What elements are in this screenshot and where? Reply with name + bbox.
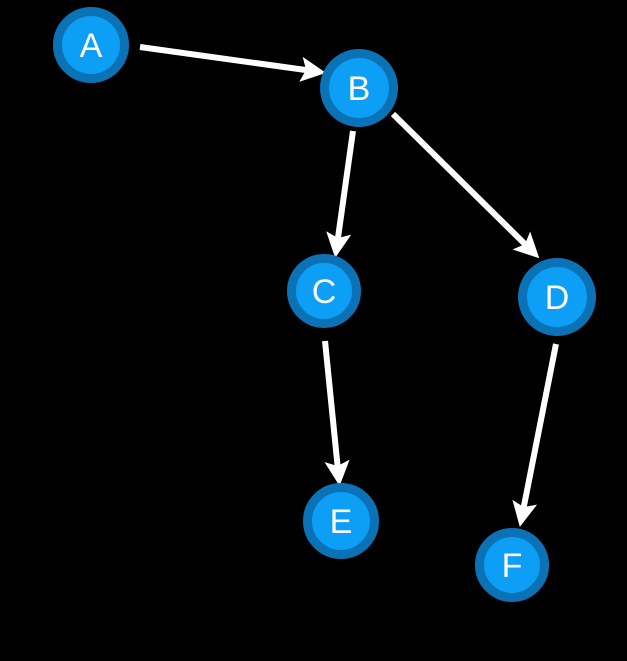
node-b-circle[interactable] — [320, 49, 398, 127]
node-f-circle[interactable] — [475, 528, 549, 602]
node-c-circle[interactable] — [287, 254, 361, 328]
edge-a-to-b[interactable] — [139, 44, 326, 82]
node-e[interactable]: E — [303, 483, 379, 559]
edges-layer — [139, 44, 559, 527]
node-e-circle[interactable] — [303, 483, 379, 559]
node-a[interactable]: A — [53, 7, 129, 83]
edge-d-to-f[interactable] — [512, 343, 559, 527]
node-f[interactable]: F — [475, 528, 549, 602]
edge-b-to-d[interactable] — [390, 111, 540, 259]
edge-c-to-e[interactable] — [322, 340, 350, 486]
node-d-circle[interactable] — [518, 258, 596, 336]
node-d[interactable]: D — [518, 258, 596, 336]
node-b[interactable]: B — [320, 49, 398, 127]
edge-b-to-c[interactable] — [326, 130, 356, 258]
node-a-circle[interactable] — [53, 7, 129, 83]
node-c[interactable]: C — [287, 254, 361, 328]
